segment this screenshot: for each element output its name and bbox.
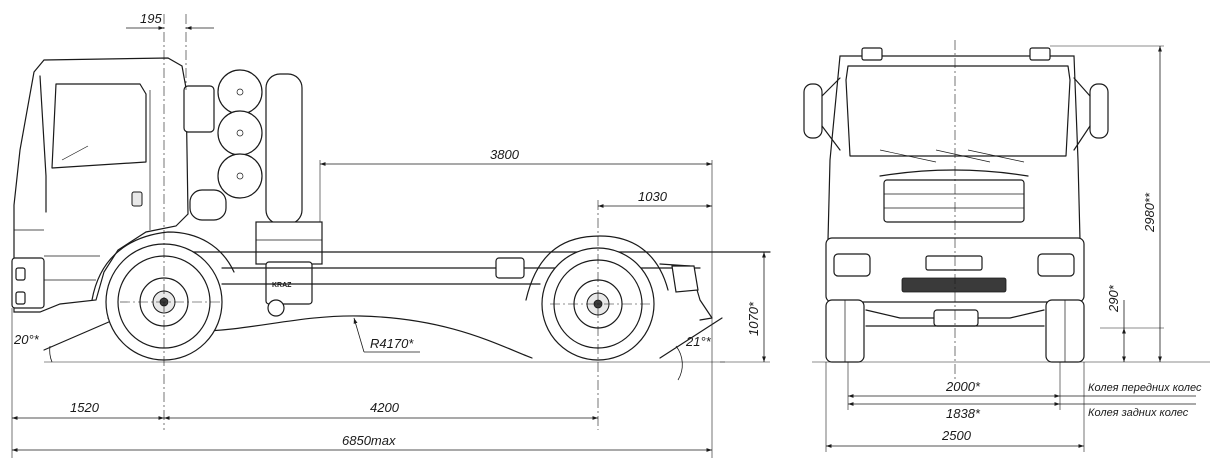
left-headlight	[833, 253, 871, 277]
air-tank-1	[217, 69, 263, 115]
headlight-lower	[15, 291, 26, 305]
dim-overall-width: 2500	[941, 428, 972, 443]
rear-light	[671, 265, 699, 293]
license-plate-area	[925, 255, 983, 271]
dim-front-track: 2000*	[945, 379, 981, 394]
dim-wheelbase-frame: 3800	[490, 147, 520, 162]
dim-front-overhang: 1520	[70, 400, 100, 415]
spare-hub	[267, 299, 285, 317]
approach-angle-label: 20°*	[13, 332, 40, 347]
dim-rear-overhang-top: 1030	[638, 189, 668, 204]
dim-wheelbase: 4200	[370, 400, 400, 415]
side-view: KRAZ	[11, 11, 771, 458]
label-front-track: Колея передних колес	[1088, 382, 1202, 394]
lower-grille	[901, 277, 1007, 293]
headlight-upper	[15, 267, 26, 281]
left-mirror	[803, 83, 823, 139]
rear-mudguard	[659, 263, 713, 321]
label-rear-track: Колея задних колес	[1088, 407, 1189, 419]
departure-line	[659, 317, 723, 359]
brand-plate: KRAZ	[272, 282, 292, 289]
fuel-tank	[189, 189, 227, 221]
frame-bracket	[255, 221, 323, 265]
air-tank-3	[217, 153, 263, 199]
dim-overall-height: 2980**	[1142, 192, 1157, 233]
dim-ground-clearance: 290*	[1106, 284, 1121, 313]
front-view: 2980** 290* 2000* Колея передних колес 1…	[803, 40, 1210, 452]
dim-rear-track: 1838*	[946, 406, 981, 421]
coupling-device	[495, 257, 525, 279]
windshield	[845, 65, 1071, 157]
right-mirror	[1089, 83, 1109, 139]
dim-total-length: 6850max	[342, 433, 396, 448]
dim-frame-height: 1070*	[746, 301, 761, 336]
cab	[11, 57, 235, 313]
air-filter	[183, 85, 215, 133]
right-headlight	[1037, 253, 1075, 277]
approach-line	[43, 317, 119, 351]
door-handle	[131, 191, 143, 207]
rear-fender	[525, 235, 669, 301]
front-wheel-arch	[91, 231, 235, 301]
air-tank-2	[217, 110, 263, 156]
dim-top-offset: 195	[140, 11, 162, 26]
cab-window	[51, 83, 147, 169]
equipment-block: KRAZ	[183, 69, 323, 317]
radius-label: R4170*	[370, 336, 414, 351]
receiver-tank	[265, 73, 303, 225]
chassis-frame	[189, 235, 771, 321]
radiator-grille	[883, 179, 1025, 223]
departure-angle-label: 21°*	[685, 334, 712, 349]
battery-box	[265, 261, 313, 305]
